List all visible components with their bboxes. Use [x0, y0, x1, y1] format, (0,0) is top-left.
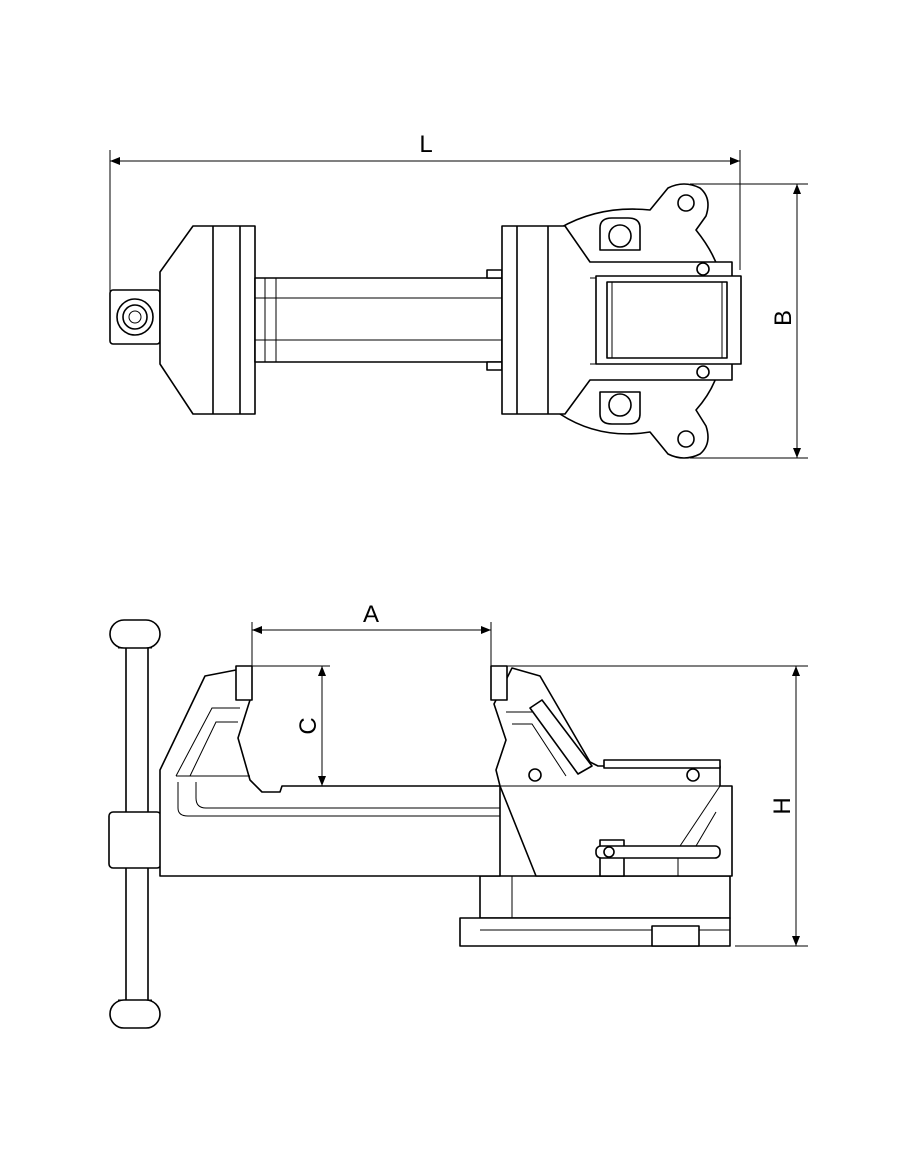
side-view: A C H: [108, 601, 808, 1029]
dimension-label-l: L: [419, 131, 432, 158]
front-jaw-side: [159, 665, 501, 877]
dimension-label-h: H: [769, 797, 796, 814]
front-jaw-top: [159, 225, 256, 415]
dimension-a: A: [251, 601, 492, 668]
t-handle: [108, 619, 162, 1029]
dimension-label-c: C: [295, 717, 322, 734]
spindle-end: [109, 289, 161, 345]
dimension-l: L: [109, 131, 741, 300]
vise-base: [459, 875, 731, 947]
dimension-label-a: A: [363, 601, 379, 628]
dimension-b: B: [690, 183, 808, 459]
rear-jaw-top: [501, 225, 742, 415]
dimension-c: C: [252, 665, 330, 786]
dimension-h: H: [500, 665, 808, 947]
slide-bar: [254, 269, 503, 371]
dimension-label-b: B: [770, 310, 797, 326]
top-view: L B: [109, 131, 808, 459]
rear-jaw-side: [490, 665, 733, 877]
